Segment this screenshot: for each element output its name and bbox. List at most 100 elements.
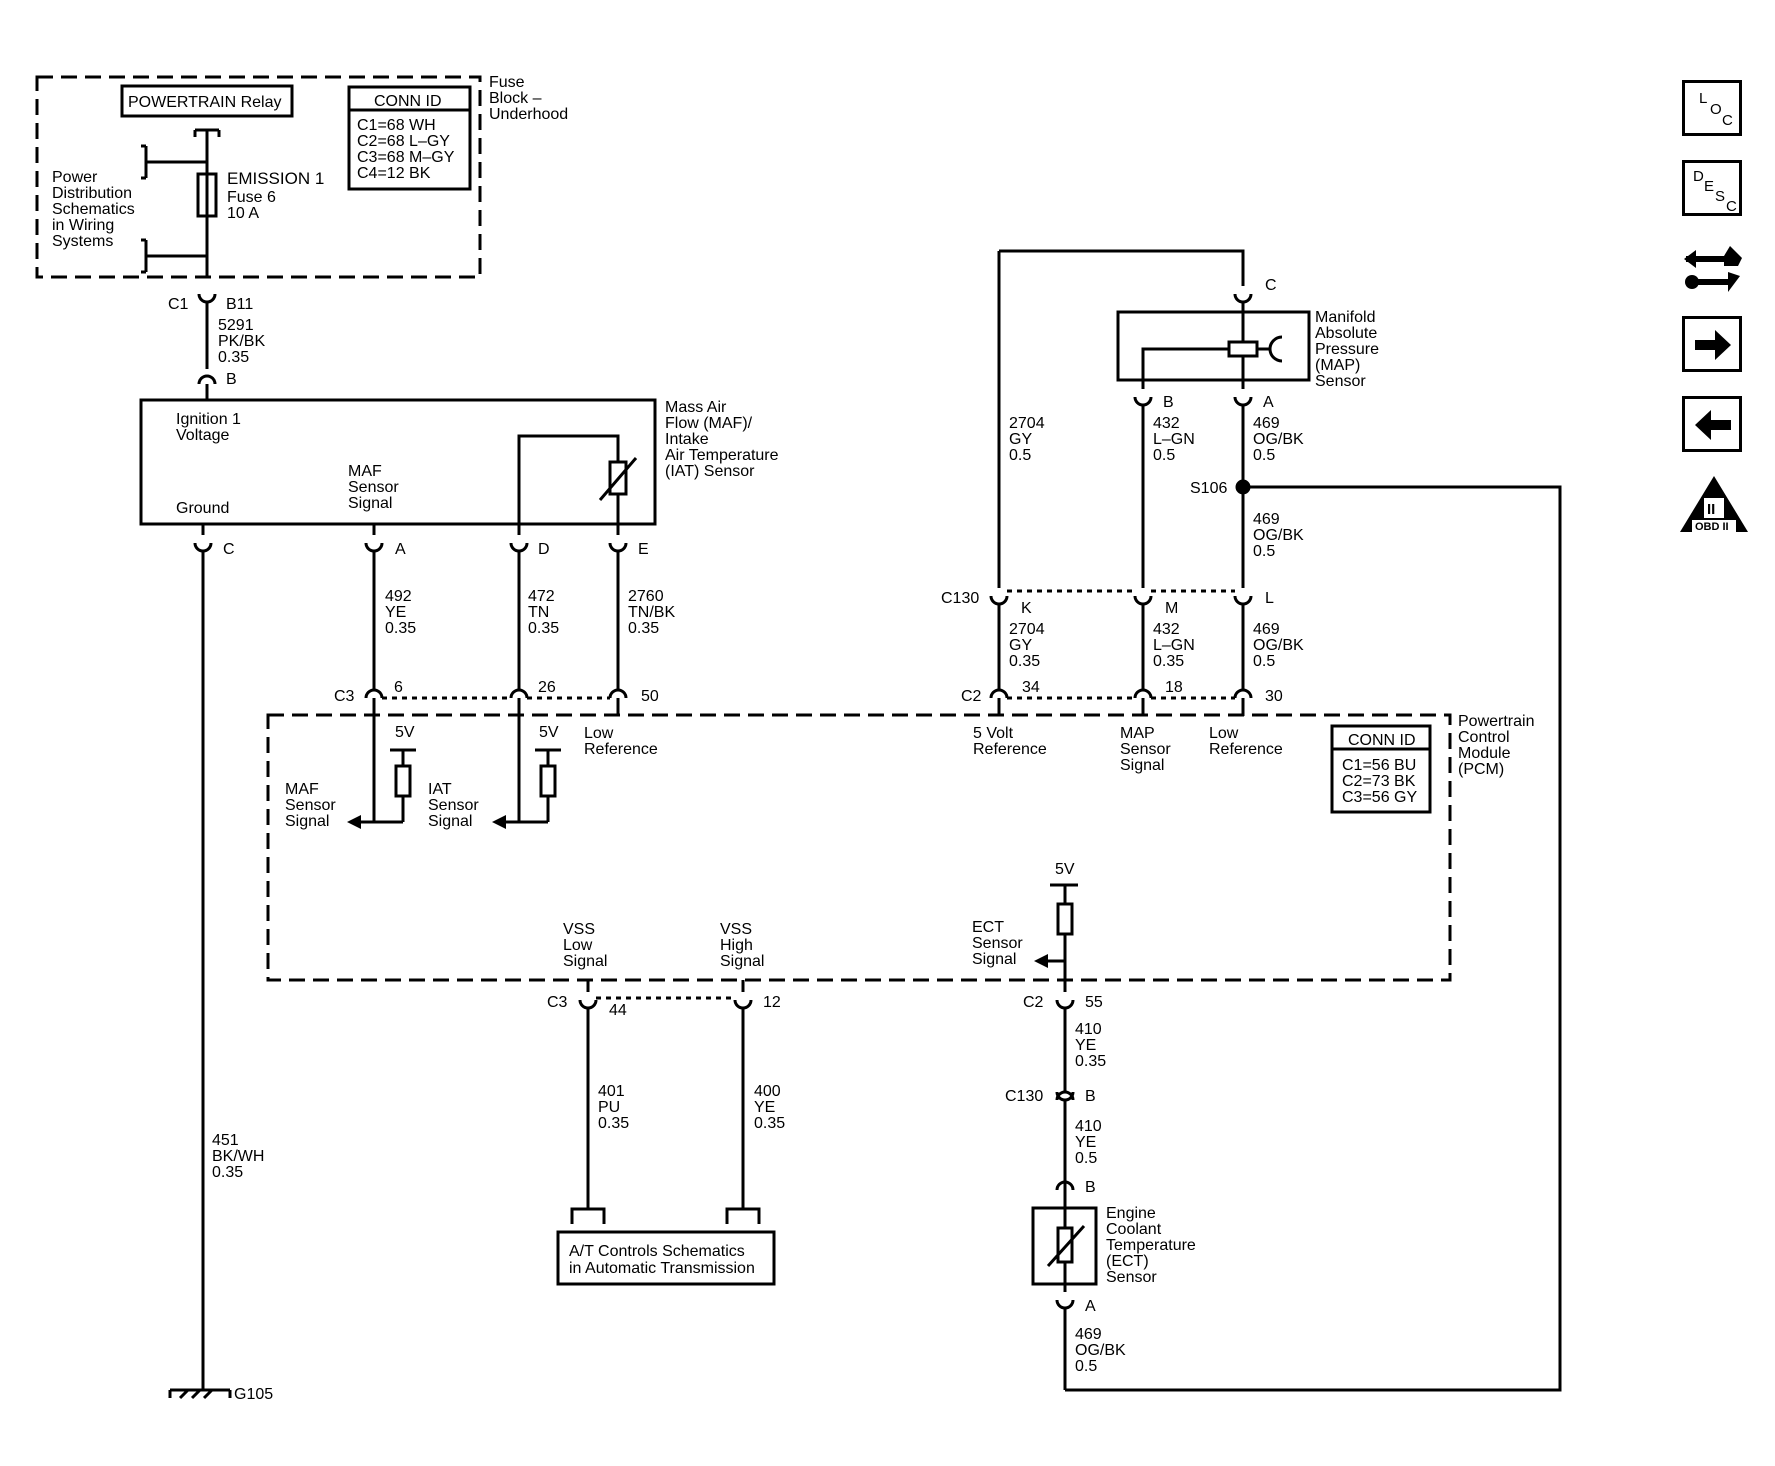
ect-wire-lower-label: 469 OG/BK 0.5 xyxy=(1075,1326,1130,1375)
c2-bottom-connector: C2 xyxy=(1023,994,1044,1011)
map-wire-c-upper: 2704 GY 0.5 xyxy=(1009,415,1049,464)
maf-signal-label: MAF Sensor Signal xyxy=(285,781,340,830)
maf-sensor-name: Mass Air Flow (MAF)/ Intake Air Temperat… xyxy=(665,399,783,480)
maf-pin-e: E xyxy=(638,541,649,558)
c3-pin-26: 26 xyxy=(538,679,556,696)
connector-wrench-button[interactable] xyxy=(1680,236,1746,298)
ect-pin-b: B xyxy=(1085,1179,1096,1196)
map-signal-label: MAP Sensor Signal xyxy=(1120,725,1175,774)
desc-icon: D E S C xyxy=(1693,168,1737,215)
ignition-label: Ignition 1 Voltage xyxy=(176,411,245,444)
vss-low-label: VSS Low Signal xyxy=(563,921,607,970)
ect-5v-label: 5V xyxy=(1055,861,1075,878)
pcm-conn-id-box xyxy=(1330,724,1432,814)
c1-connector-label: C1 xyxy=(168,296,189,313)
map-wire-a-upper: 469 OG/BK 0.5 xyxy=(1253,415,1308,464)
fuse-conn-id-rows: C1=68 WH C2=68 L–GY C3=68 M–GY C4=12 BK xyxy=(357,117,459,182)
map-wire-m-lower: 432 L–GN 0.35 xyxy=(1153,621,1199,670)
c130-bottom-pin: B xyxy=(1085,1088,1096,1105)
fuse-block-label: Fuse Block – Underhood xyxy=(489,74,568,123)
c130-pin-l: L xyxy=(1265,590,1274,607)
svg-text:O: O xyxy=(1710,101,1722,118)
maf-pin-a: A xyxy=(395,541,406,558)
map-sensor-name: Manifold Absolute Pressure (MAP) Sensor xyxy=(1315,309,1383,390)
arrow-left-icon xyxy=(1695,410,1731,440)
maf-iat-sensor-box xyxy=(139,398,657,526)
c130-pin-m: M xyxy=(1165,600,1178,617)
vss-low-wire-label: 401 PU 0.35 xyxy=(598,1083,629,1132)
low-reference-1-label: Low Reference xyxy=(584,725,658,758)
c3-bottom-connector: C3 xyxy=(547,994,568,1011)
maf-pin-b: B xyxy=(226,371,237,388)
c3-top-connector: C3 xyxy=(334,688,355,705)
maf-wire-d-label: 472 TN 0.35 xyxy=(528,588,559,637)
fuse-conn-id-box xyxy=(347,85,472,191)
back-button[interactable] xyxy=(1682,396,1742,452)
map-wire-k-lower: 2704 GY 0.35 xyxy=(1009,621,1049,670)
at-controls-box xyxy=(556,1230,776,1286)
ect-wire-mid-label: 410 YE 0.5 xyxy=(1075,1118,1106,1167)
c1-pin-label: B11 xyxy=(226,296,253,313)
map-pin-c: C xyxy=(1265,277,1277,294)
pcm-name: Powertrain Control Module (PCM) xyxy=(1458,713,1539,778)
at-controls-label: A/T Controls Schematics in Automatic Tra… xyxy=(569,1243,755,1277)
c130-top-connector: C130 xyxy=(941,590,979,607)
ground-label: Ground xyxy=(176,500,229,517)
pcm-conn-id-rows: C1=56 BU C2=73 BK C3=56 GY xyxy=(1342,757,1421,806)
c2-pin-34: 34 xyxy=(1022,679,1040,696)
maf-wire-e-label: 2760 TN/BK 0.35 xyxy=(628,588,680,637)
arrow-right-icon xyxy=(1695,330,1731,360)
fuse-6 xyxy=(196,172,218,218)
relay-box xyxy=(120,84,294,118)
map-sensor-box xyxy=(1116,310,1311,382)
powertrain-relay-label: POWERTRAIN Relay xyxy=(128,94,282,111)
svg-text:L: L xyxy=(1699,90,1707,107)
c2-pin-18: 18 xyxy=(1165,679,1183,696)
connector-wrench-icon xyxy=(1684,246,1742,292)
maf-wire-a-label: 492 YE 0.35 xyxy=(385,588,416,637)
svg-text:II: II xyxy=(1707,501,1715,518)
maf-pin-c: C xyxy=(223,541,235,558)
svg-text:C: C xyxy=(1722,112,1733,129)
svg-text:S: S xyxy=(1715,188,1725,205)
c3-pin-44: 44 xyxy=(609,1002,627,1019)
iat-signal-label: IAT Sensor Signal xyxy=(428,781,483,830)
fuse-block-boundary xyxy=(35,75,482,279)
map-wire-b-upper: 432 L–GN 0.5 xyxy=(1153,415,1199,464)
pcm-5v-2: 5V xyxy=(539,724,559,741)
c3-pin-12: 12 xyxy=(763,994,781,1011)
svg-text:C: C xyxy=(1726,198,1737,215)
map-pin-a: A xyxy=(1263,394,1274,411)
fuse-label: EMISSION 1 Fuse 6 10 A xyxy=(227,169,329,222)
fuse-conn-id-title: CONN ID xyxy=(374,93,442,110)
c2-top-connector: C2 xyxy=(961,688,982,705)
ground-wire-label: 451 BK/WH 0.35 xyxy=(212,1132,269,1181)
five-volt-reference-label: 5 Volt Reference xyxy=(973,725,1047,758)
maf-signal-internal-label: MAF Sensor Signal xyxy=(348,463,403,512)
ect-pin-a: A xyxy=(1085,1298,1096,1315)
desc-button[interactable]: D E S C xyxy=(1682,160,1742,216)
next-button[interactable] xyxy=(1682,316,1742,372)
obd-ii-icon: II OBD II xyxy=(1680,476,1748,533)
c3-pin-6: 6 xyxy=(394,679,403,696)
splice-s106-label: S106 xyxy=(1190,480,1227,497)
vss-high-wire-label: 400 YE 0.35 xyxy=(754,1083,785,1132)
c2-pin-55: 55 xyxy=(1085,994,1103,1011)
obd-ii-button[interactable]: II OBD II xyxy=(1678,474,1750,538)
ect-sensor-name: Engine Coolant Temperature (ECT) Sensor xyxy=(1106,1205,1200,1286)
pcm-boundary xyxy=(266,713,1452,982)
ect-wire-upper-label: 410 YE 0.35 xyxy=(1075,1021,1106,1070)
low-reference-2-label: Low Reference xyxy=(1209,725,1283,758)
loc-button[interactable]: L O C xyxy=(1682,80,1742,136)
svg-text:OBD II: OBD II xyxy=(1695,521,1729,533)
c130-bottom-connector: C130 xyxy=(1005,1088,1043,1105)
c130-pin-k: K xyxy=(1021,600,1032,617)
ect-signal-label: ECT Sensor Signal xyxy=(972,919,1027,968)
ground-g105-label: G105 xyxy=(234,1386,273,1403)
map-wire-l-lower: 469 OG/BK 0.5 xyxy=(1253,621,1308,670)
c2-pin-30: 30 xyxy=(1265,688,1283,705)
c3-pin-50: 50 xyxy=(641,688,659,705)
vss-high-label: VSS High Signal xyxy=(720,921,764,970)
maf-pin-d: D xyxy=(538,541,550,558)
